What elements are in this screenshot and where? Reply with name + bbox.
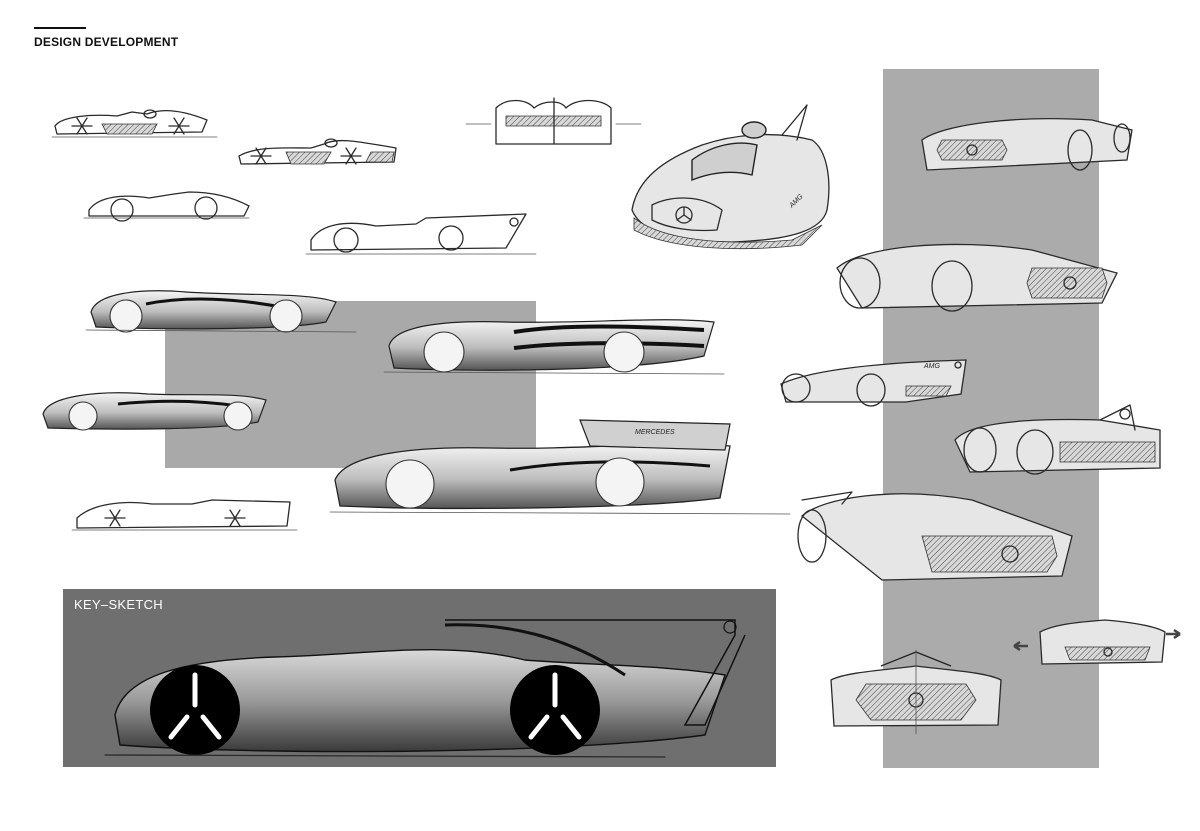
sketch-right-side-amg: AMG [780,359,967,407]
sketch-side-rendered-2 [383,319,725,375]
key-sketch-label: KEY–SKETCH [74,597,163,612]
amg-badge-side: AMG [923,363,941,370]
sketch-right-front-1 [921,118,1133,171]
sketch-right-front-2 [836,243,1118,312]
sketch-right-front-4 [797,491,1073,581]
sketch-side-star-wheels-1 [51,109,218,138]
sketch-front-three-quarter-amg: AMG [631,104,830,250]
mercedes-badge: MERCEDES [635,429,675,436]
sketch-side-rendered-3 [42,392,267,431]
sketch-side-rendered-1 [85,290,357,333]
sketch-right-front-3 [954,404,1161,475]
sketch-side-line-1 [83,191,250,222]
title-rule [34,27,86,29]
sketch-front-view-small-arrows [1013,619,1181,665]
sketch-side-line-2 [305,213,537,255]
arrow-left-icon [1013,640,1028,652]
sketch-side-rendered-mercedes: MERCEDES [329,419,791,515]
sketch-front-view-large [830,649,1002,735]
sketch-key-sketch-side [104,619,746,758]
sketch-side-star-wheels-3 [71,499,298,531]
sketch-side-star-wheels-2 [238,138,397,165]
page-title: DESIGN DEVELOPMENT [34,35,179,49]
sketch-rear-view-small [465,97,642,145]
arrow-right-icon [1166,628,1181,640]
